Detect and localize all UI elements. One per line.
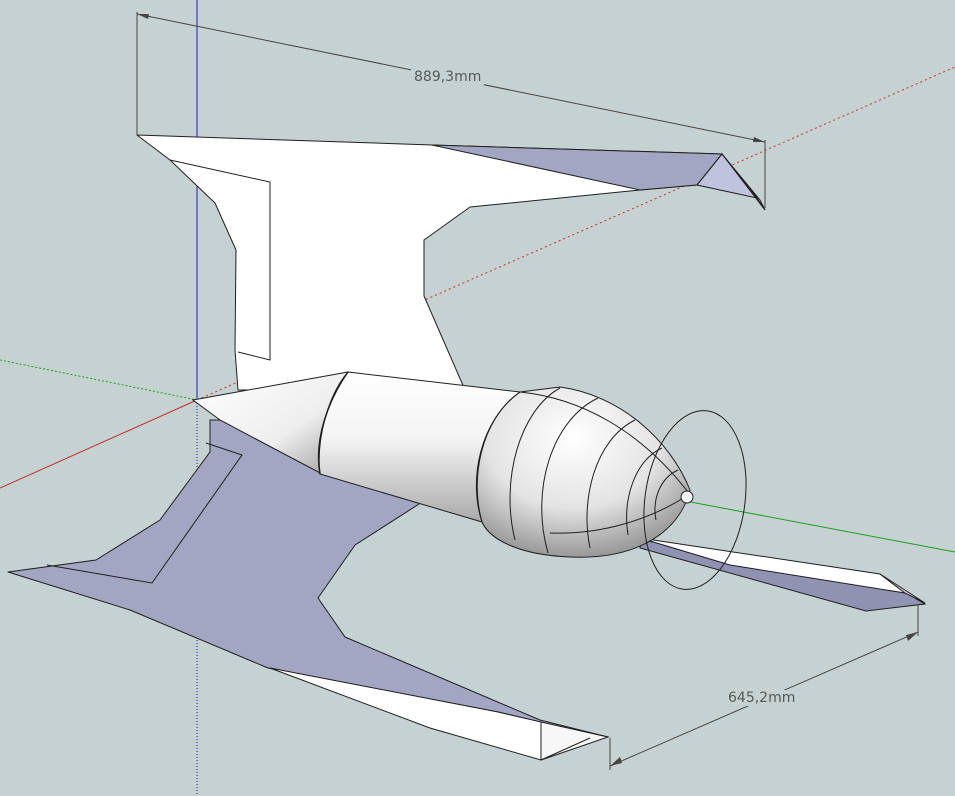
- rear-band-5: [626, 447, 663, 536]
- body-seam: [317, 371, 349, 475]
- dimension-bottom-arrow-left: [610, 757, 622, 766]
- green-axis-negative: [0, 359, 198, 401]
- rear-fin-tip: [879, 573, 926, 604]
- dimension-bottom-label[interactable]: 645,2mm: [725, 690, 799, 706]
- rear-body[interactable]: [476, 386, 691, 558]
- fuselage[interactable]: [191, 371, 757, 596]
- lower-wing-tip: [540, 721, 610, 761]
- rear-band-1: [475, 391, 521, 523]
- lower-wing-tip-edge: [540, 737, 591, 761]
- red-axis: [0, 399, 198, 489]
- rear-band-6: [654, 469, 679, 521]
- green-axis: [679, 499, 955, 553]
- dimension-top-arrow-right: [753, 137, 765, 142]
- dimension-top-label[interactable]: 889,3mm: [411, 69, 485, 85]
- lower-wing[interactable]: [7, 419, 610, 761]
- dimension-bottom-arrow-right: [906, 632, 918, 641]
- lower-wing-inner-edge: [46, 442, 243, 584]
- upper-wing-inner-edge: [169, 159, 271, 361]
- upper-wing[interactable]: [136, 134, 766, 391]
- thrust-ring[interactable]: [633, 404, 757, 596]
- upper-wing-tip-edge: [721, 153, 766, 211]
- rear-band-2: [509, 387, 561, 541]
- rear-fin[interactable]: [639, 537, 927, 612]
- dimension-top-arrow-left: [137, 14, 149, 19]
- tail-nozzle[interactable]: [680, 490, 694, 504]
- dimension-bottom[interactable]: [609, 605, 919, 770]
- rear-spine: [519, 391, 689, 493]
- rear-belly: [549, 494, 689, 534]
